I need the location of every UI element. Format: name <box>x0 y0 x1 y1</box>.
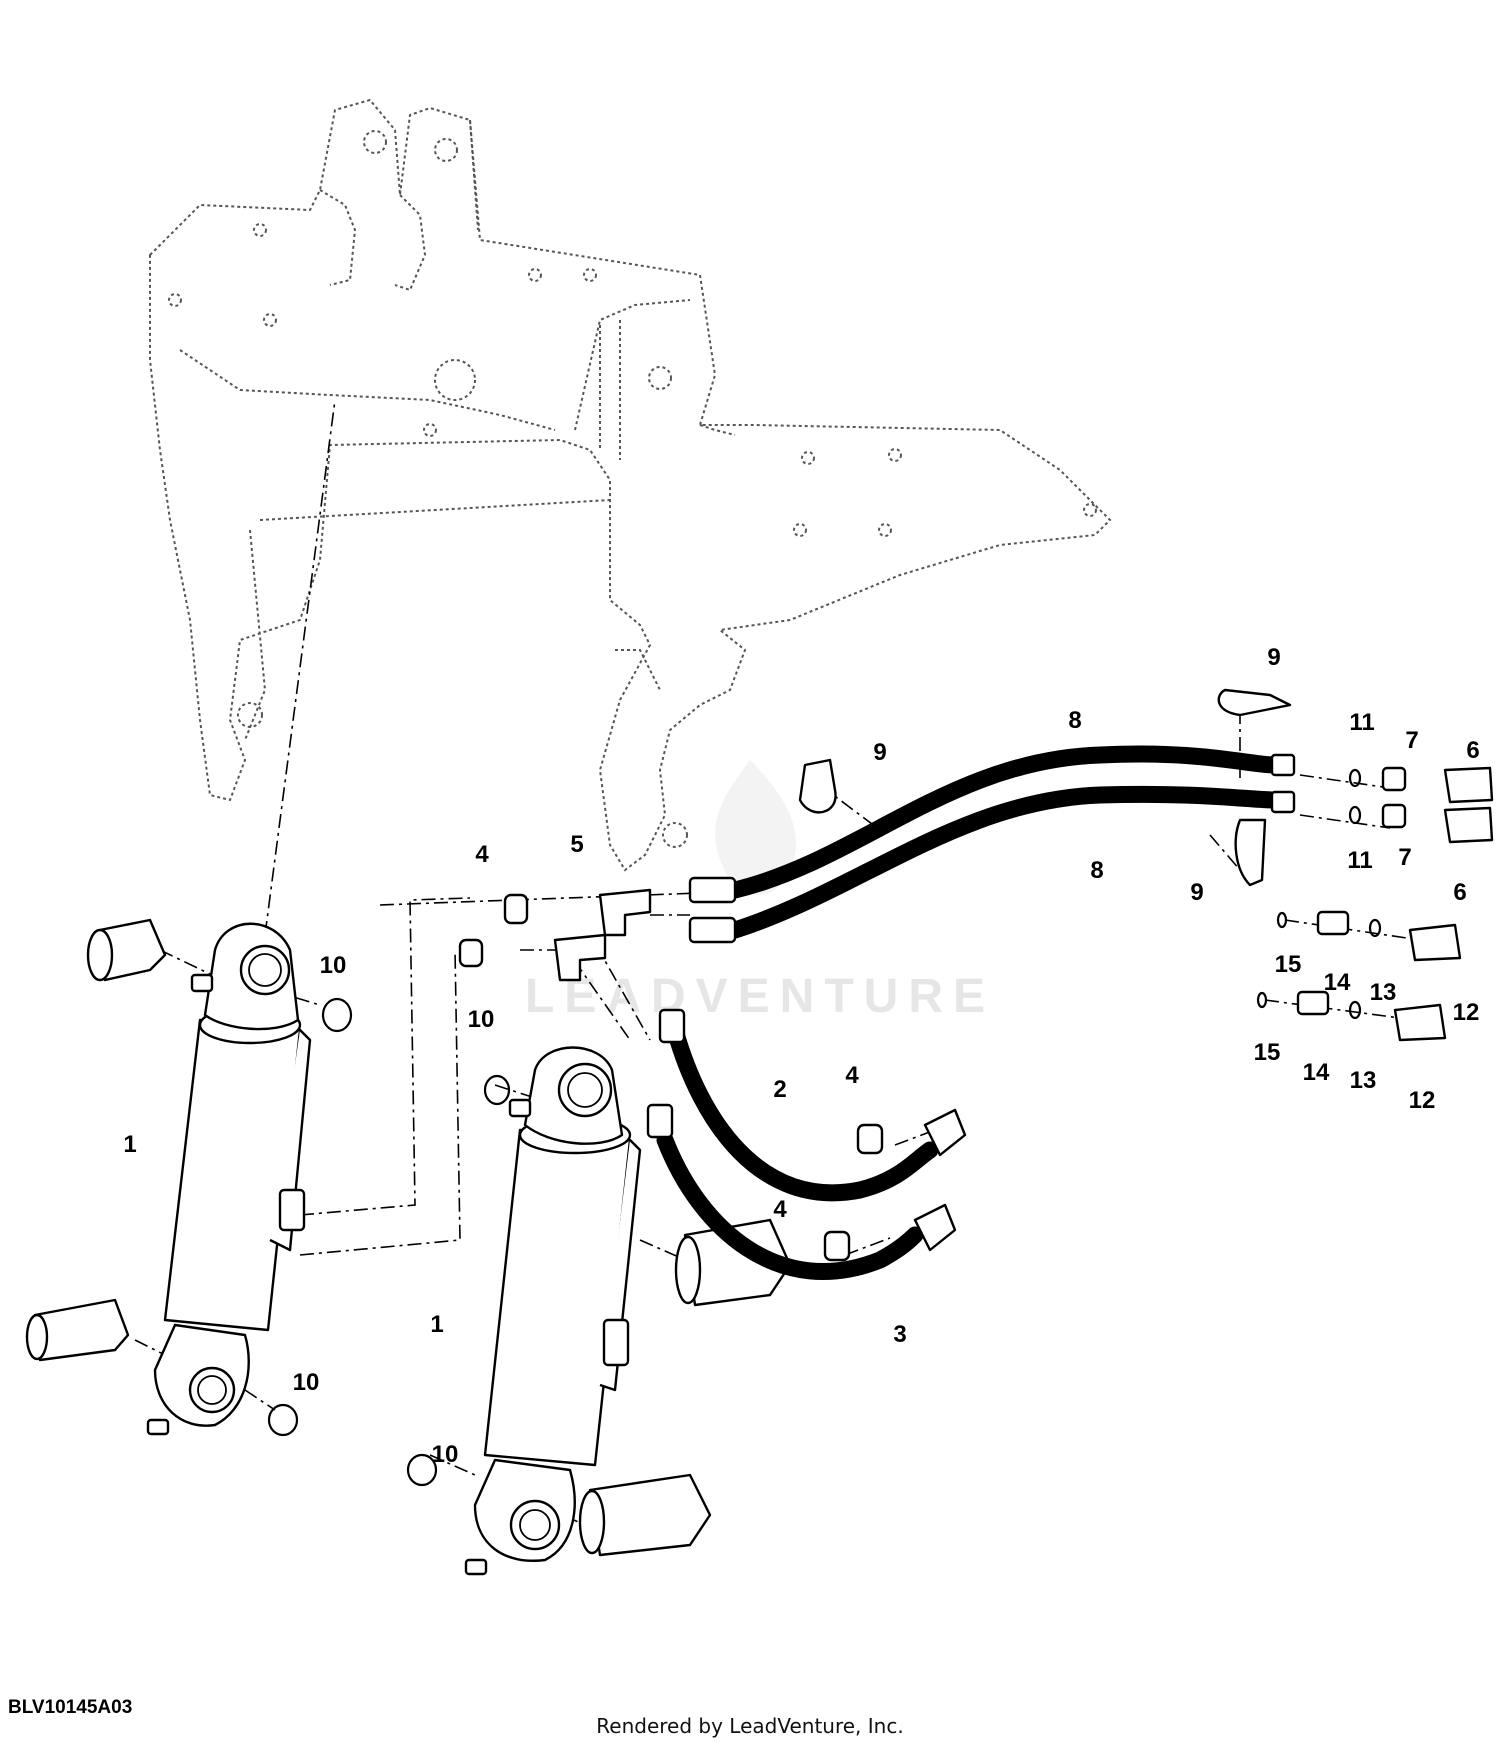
callout-11-top: 11 <box>1349 709 1374 736</box>
callout-5: 5 <box>570 831 583 858</box>
callout-10-d: 10 <box>432 1441 459 1468</box>
callout-labels: 1 1 2 3 4 4 4 5 6 6 7 7 8 8 9 9 9 10 10 … <box>123 644 1479 1468</box>
callout-4-mid: 4 <box>845 1062 859 1089</box>
render-credit: Rendered by LeadVenture, Inc. <box>596 1714 904 1738</box>
callout-10-a: 10 <box>320 952 347 979</box>
watermark-logo <box>715 760 797 895</box>
callout-1-center: 1 <box>430 1311 443 1338</box>
callout-14-top: 14 <box>1324 969 1351 996</box>
callout-12-low: 12 <box>1409 1087 1436 1114</box>
fittings <box>267 688 1494 1487</box>
callout-14-low: 14 <box>1303 1059 1330 1086</box>
callout-4-low: 4 <box>773 1196 787 1223</box>
callout-13-top: 13 <box>1370 979 1397 1006</box>
callout-4-top: 4 <box>475 841 489 868</box>
callout-2: 2 <box>773 1076 786 1103</box>
callout-7-low: 7 <box>1398 844 1411 871</box>
callout-15-low: 15 <box>1254 1039 1281 1066</box>
callout-6-top: 6 <box>1466 737 1479 764</box>
callout-15-top: 15 <box>1275 951 1302 978</box>
callout-9-mid: 9 <box>873 739 886 766</box>
callout-9-low: 9 <box>1190 879 1203 906</box>
callout-8-top: 8 <box>1068 707 1081 734</box>
callout-9-top: 9 <box>1267 644 1280 671</box>
figure-id: BLV10145A03 <box>8 1697 133 1718</box>
hoses <box>646 745 1296 1280</box>
pins <box>25 918 792 1557</box>
hydraulic-cylinder-left <box>146 922 312 1436</box>
callout-12-top: 12 <box>1453 999 1480 1026</box>
callout-8-low: 8 <box>1090 857 1103 884</box>
callout-3: 3 <box>893 1321 906 1348</box>
hydraulic-cylinder-center <box>464 1046 642 1576</box>
callout-10-c: 10 <box>293 1369 320 1396</box>
callout-1-left: 1 <box>123 1131 136 1158</box>
loader-frame-outline <box>149 98 1112 872</box>
watermark-text: LEADVENTURE <box>525 970 995 1023</box>
callout-6-low: 6 <box>1453 879 1466 906</box>
callout-13-low: 13 <box>1350 1067 1377 1094</box>
callout-11-low: 11 <box>1347 847 1372 874</box>
callout-10-b: 10 <box>468 1006 495 1033</box>
callout-7-top: 7 <box>1405 727 1418 754</box>
